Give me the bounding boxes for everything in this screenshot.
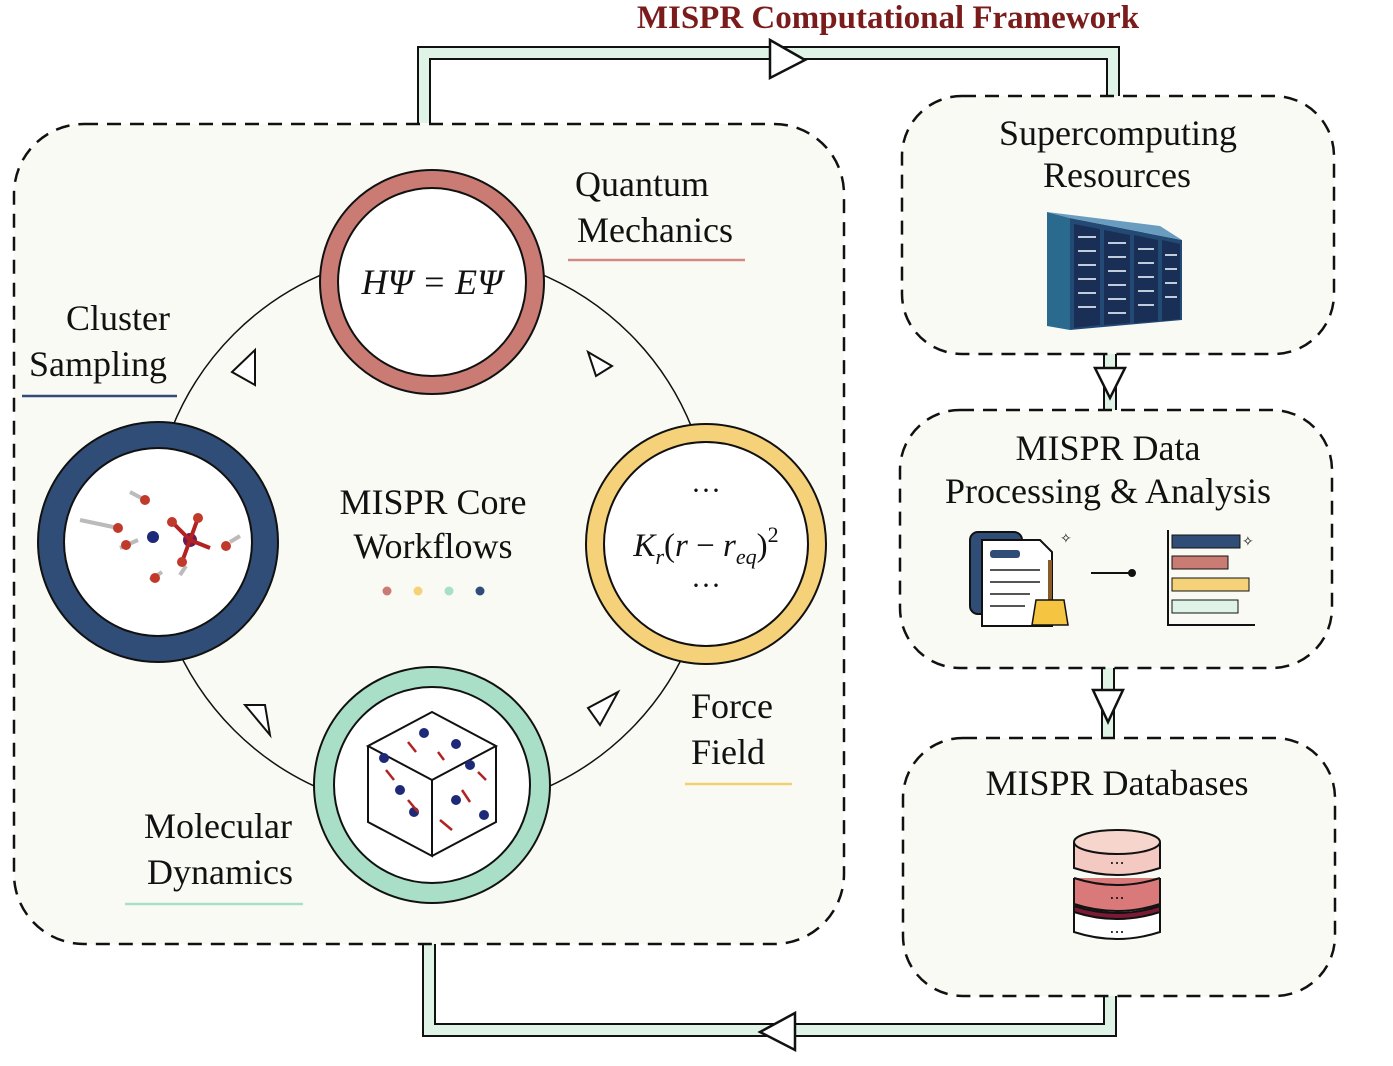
quantum-label-line1: Quantum <box>575 164 709 204</box>
flow-arrow-left-icon <box>757 1010 797 1053</box>
top-connector-pipe <box>417 37 1120 123</box>
force-field-node: ··· Kr(r − req)2 ··· <box>585 423 827 665</box>
core-label-line2: Workflows <box>353 526 512 566</box>
svg-text:✧: ✧ <box>1242 534 1254 550</box>
schrodinger-equation: HΨ = EΨ <box>361 262 507 302</box>
document-cleanup-icon: ✧ <box>969 531 1072 627</box>
connector-data-to-db <box>1091 668 1125 738</box>
bar-chart-icon: ✧ <box>1167 530 1255 626</box>
svg-text:...: ... <box>1109 884 1124 903</box>
diagram-title: MISPR Computational Framework <box>637 0 1140 36</box>
data-processing-line1: MISPR Data <box>1015 428 1200 468</box>
md-label-line1: Molecular <box>144 806 292 846</box>
core-color-dots <box>382 586 485 596</box>
cluster-molecule-icon <box>79 490 242 583</box>
molecule-sticks <box>385 741 487 831</box>
data-processing-line2: Processing & Analysis <box>945 471 1271 511</box>
core-label-line1: MISPR Core <box>339 482 526 522</box>
flow-arrow-down-icon <box>1092 366 1128 401</box>
databases-title: MISPR Databases <box>986 763 1249 803</box>
cycle-arrow-icon <box>230 347 256 387</box>
simulation-box-icon <box>365 710 499 858</box>
svg-text:...: ... <box>1109 849 1124 868</box>
cluster-label-line1: Cluster <box>66 298 170 338</box>
quantum-label-line2: Mechanics <box>577 210 733 250</box>
force-field-label-line1: Force <box>691 686 773 726</box>
supercomputing-line2: Resources <box>1043 155 1191 195</box>
molecular-dynamics-node <box>313 666 551 904</box>
svg-text:...: ... <box>1109 918 1124 937</box>
cycle-arrow-icon <box>586 349 614 378</box>
connector-super-to-data <box>1092 352 1128 410</box>
force-field-label-line2: Field <box>691 732 765 772</box>
force-field-dots-top: ··· <box>691 474 721 507</box>
flow-arrow-right-icon <box>768 37 808 81</box>
cycle-arrow-icon <box>586 689 621 727</box>
cluster-sampling-node <box>37 421 279 663</box>
md-label-line2: Dynamics <box>147 852 293 892</box>
server-rack-icon <box>1047 212 1182 330</box>
quantum-mechanics-node: HΨ = EΨ <box>319 169 545 395</box>
cycle-arrow-icon <box>242 704 272 739</box>
database-icon: ... ... ... <box>1073 829 1161 940</box>
flow-arrow-down-icon <box>1091 688 1125 725</box>
cluster-label-line2: Sampling <box>29 344 167 384</box>
supercomputing-line1: Supercomputing <box>999 113 1237 153</box>
core-workflows-panel <box>12 122 846 946</box>
svg-text:✧: ✧ <box>1060 531 1072 547</box>
bottom-connector-pipe <box>422 944 1117 1053</box>
pipeline-connector-dot <box>1128 569 1136 577</box>
ion-dots <box>379 728 489 820</box>
harmonic-equation: Kr(r − req)2 <box>632 522 778 569</box>
force-field-dots-bottom: ··· <box>691 569 721 602</box>
